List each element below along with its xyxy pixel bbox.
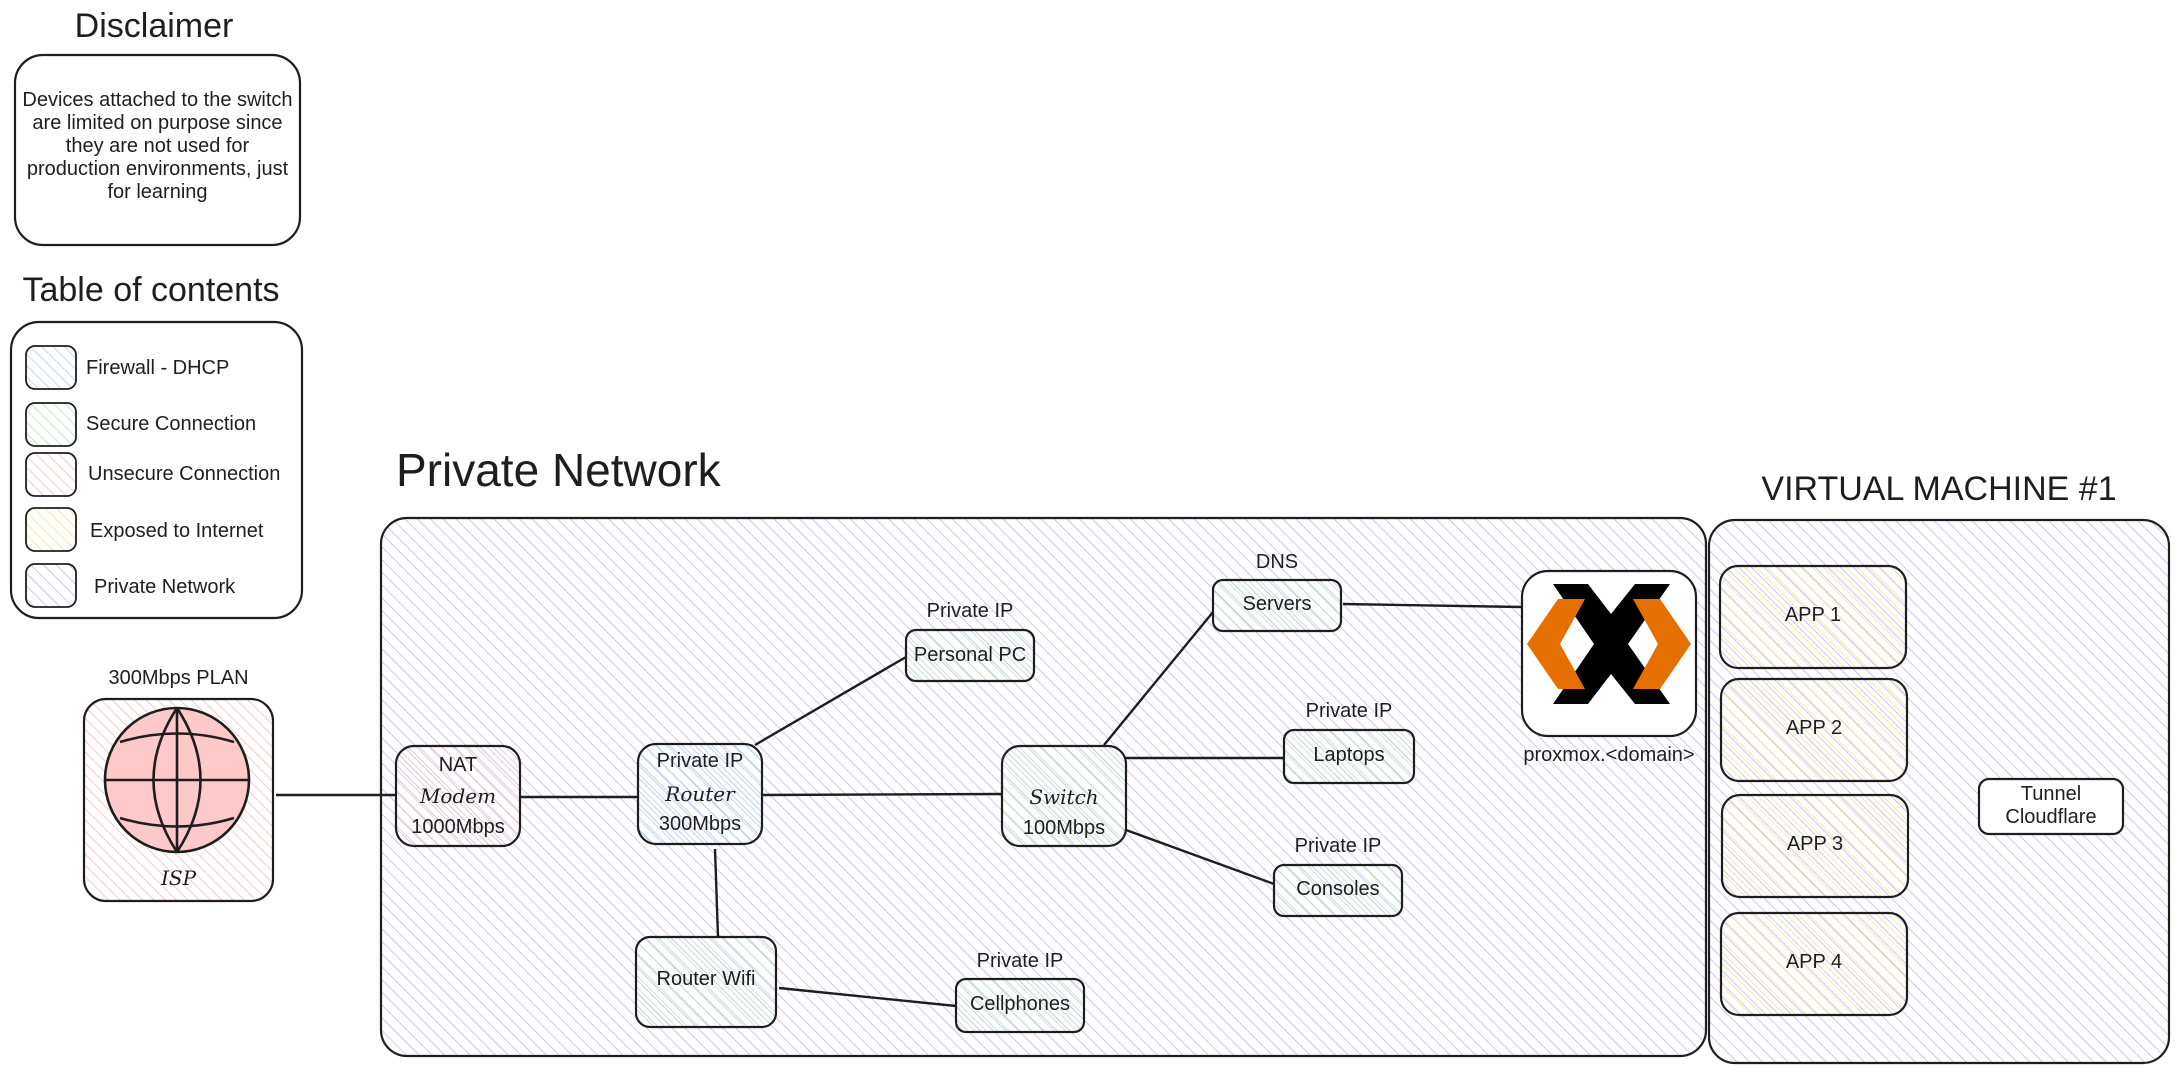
router-speed: 300Mbps: [658, 813, 742, 835]
proxmox-caption: proxmox.<domain>: [1523, 744, 1695, 766]
app-2-box: [1719, 677, 1909, 783]
router-wifi-box: [634, 935, 778, 1029]
personal-pc-name: Personal PC: [913, 644, 1027, 666]
switch-consoles-link: [1125, 828, 1275, 886]
private-network-title: Private Network: [396, 444, 721, 496]
legend-swatch-exposed: [25, 507, 77, 552]
servers-caption: DNS: [1255, 551, 1299, 573]
legend-item-secure: Secure Connection: [86, 413, 257, 435]
legend-title: Table of contents: [22, 271, 280, 309]
modem-box: [394, 744, 522, 848]
proxmox-logo-icon: [1527, 584, 1691, 704]
router-wifi-name: Router Wifi: [656, 968, 756, 990]
app-1-box: [1718, 564, 1908, 670]
globe-icon: [103, 706, 251, 854]
app-3-label: APP 3: [1786, 833, 1844, 855]
modem-name: Modem: [419, 784, 497, 808]
legend-item-unsecure: Unsecure Connection: [88, 463, 281, 485]
laptops-box: [1282, 728, 1416, 785]
legend-item-firewall: Firewall - DHCP: [86, 357, 230, 379]
legend-item-private: Private Network: [94, 576, 236, 598]
tunnel-line: Tunnel: [2020, 783, 2082, 805]
personal-pc-caption: Private IP: [926, 600, 1014, 622]
laptops-caption: Private IP: [1305, 700, 1393, 722]
app-4-box: [1719, 911, 1909, 1017]
isp-label: ISP: [160, 866, 197, 890]
isp-plan-label: 300Mbps PLAN: [108, 667, 249, 689]
disclaimer-title: Disclaimer: [74, 7, 234, 45]
disclaimer-text: Devices attached to the switch are limit…: [15, 89, 300, 204]
consoles-box: [1272, 863, 1404, 918]
cellphones-caption: Private IP: [976, 950, 1064, 972]
servers-name: Servers: [1242, 593, 1312, 615]
tunnel-label: Tunnel Cloudflare: [1979, 783, 2123, 829]
modem-top-label: NAT: [438, 754, 478, 776]
router-switch-link: [761, 792, 1003, 797]
switch-box: [1000, 744, 1128, 848]
connections: [276, 602, 1523, 1008]
switch-speed: 100Mbps: [1022, 817, 1106, 839]
app-3-box: [1720, 793, 1910, 899]
disclaimer-line: for learning: [107, 181, 208, 203]
legend-swatch-secure: [25, 402, 77, 447]
consoles-name: Consoles: [1296, 878, 1380, 900]
legend-swatch-unsecure: [25, 452, 77, 497]
tunnel-box: [1977, 777, 2125, 836]
disclaimer-line: production environments, just: [26, 158, 289, 180]
cellphones-name: Cellphones: [969, 993, 1071, 1015]
tunnel-line: Cloudflare: [2005, 806, 2097, 828]
switch-name: Switch: [1029, 785, 1099, 809]
router-wifi-link: [713, 848, 720, 938]
legend-swatch-firewall: [25, 345, 77, 390]
laptops-name: Laptops: [1313, 744, 1385, 766]
router-name: Router: [665, 782, 735, 806]
consoles-caption: Private IP: [1294, 835, 1382, 857]
router-top-label: Private IP: [656, 750, 744, 772]
app-2-label: APP 2: [1785, 717, 1843, 739]
modem-speed: 1000Mbps: [411, 816, 505, 838]
disclaimer-box: [13, 53, 302, 247]
legend-box: [9, 320, 304, 620]
app-1-label: APP 1: [1784, 604, 1842, 626]
cellphones-box: [954, 977, 1086, 1034]
app-4-label: APP 4: [1785, 951, 1843, 973]
disclaimer-line: Devices attached to the switch: [22, 89, 293, 111]
servers-box: [1211, 578, 1343, 633]
legend-swatch-private: [25, 563, 77, 608]
disclaimer-line: are limited on purpose since: [32, 112, 283, 134]
personal-pc-box: [904, 628, 1036, 683]
router-box: [636, 742, 764, 846]
servers-proxmox-link: [1342, 602, 1523, 609]
virtual-machine-title: VIRTUAL MACHINE #1: [1761, 470, 2117, 508]
router-pc-link: [754, 655, 907, 747]
switch-servers-link: [1103, 611, 1214, 746]
legend-item-exposed: Exposed to Internet: [90, 520, 264, 542]
wifi-cellphones-link: [778, 986, 957, 1008]
disclaimer-line: they are not used for: [65, 135, 250, 157]
